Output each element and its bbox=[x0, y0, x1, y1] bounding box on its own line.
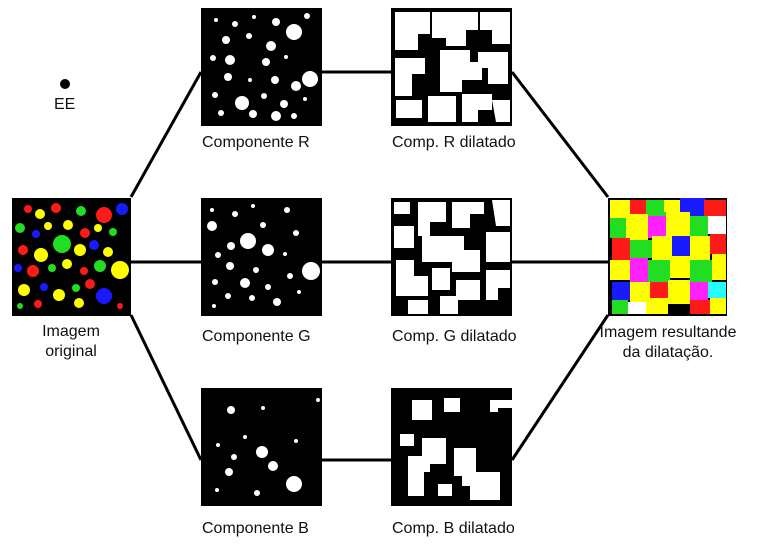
connector-original-to-b bbox=[129, 314, 203, 461]
dilated-r-label: Comp. R dilatado bbox=[392, 134, 516, 151]
connector-dilated-r-to-result bbox=[510, 71, 610, 198]
dilated-b-image bbox=[391, 388, 512, 506]
dilated-g-image bbox=[391, 198, 512, 316]
dilated-g-label: Comp. G dilatado bbox=[392, 328, 517, 345]
component-r-image bbox=[201, 8, 322, 126]
component-r-label: Componente R bbox=[202, 134, 310, 151]
original-label-line1: Imagem bbox=[42, 323, 100, 340]
original-image-label: Imagem original bbox=[12, 322, 130, 362]
original-label-line2: original bbox=[45, 343, 97, 360]
result-image bbox=[608, 198, 727, 316]
original-image bbox=[12, 198, 131, 316]
structuring-element-dot bbox=[60, 79, 70, 89]
dilated-b-label: Comp. B dilatado bbox=[392, 520, 515, 537]
connector-lines bbox=[129, 70, 610, 462]
structuring-element-label: EE bbox=[54, 96, 76, 113]
component-g-label: Componente G bbox=[202, 328, 311, 345]
result-label-line1: Imagem resultande bbox=[599, 324, 737, 341]
connector-original-to-r bbox=[129, 71, 203, 198]
dilated-r-image bbox=[391, 8, 512, 126]
connector-dilated-b-to-result bbox=[510, 314, 610, 461]
result-label-line2: da dilatação. bbox=[622, 344, 714, 361]
component-b-label: Componente B bbox=[202, 520, 309, 537]
component-b-image bbox=[201, 388, 322, 506]
result-image-label: Imagem resultande da dilatação. bbox=[580, 323, 756, 363]
component-g-image bbox=[201, 198, 322, 316]
